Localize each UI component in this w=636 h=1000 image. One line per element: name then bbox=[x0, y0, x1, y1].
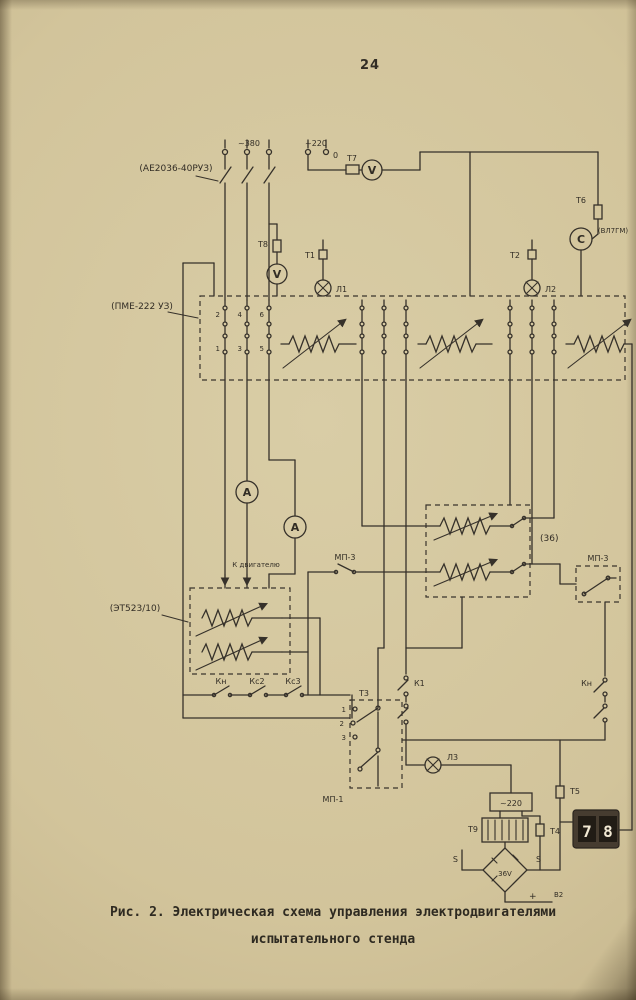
label-l2: Л2 bbox=[545, 285, 556, 294]
label-sync-type: (ВЛ7ГМ) bbox=[598, 227, 629, 235]
label-ammeter-2: А bbox=[291, 521, 300, 534]
display-digit-2: 8 bbox=[603, 822, 613, 841]
label-breaker-type: (АЕ2036-40РУЗ) bbox=[139, 164, 212, 174]
lamp-icon bbox=[314, 279, 332, 297]
label-t1: Т1 bbox=[304, 251, 315, 260]
power-input-380: ~380 bbox=[221, 139, 273, 170]
label-plus: + bbox=[529, 892, 537, 902]
label-t2: Т2 bbox=[509, 251, 520, 260]
label-v220-box: ~220 bbox=[500, 799, 522, 808]
fuse-t5: Т5 bbox=[555, 739, 580, 871]
heater-element bbox=[201, 643, 253, 661]
caption-line-2: испытательного стенда bbox=[250, 931, 416, 947]
label-s-right: S bbox=[536, 855, 541, 864]
signal-lamp-1: Т1 Л1 bbox=[304, 239, 347, 297]
lamp-icon bbox=[523, 279, 541, 297]
terminal-6: 6 bbox=[260, 311, 265, 319]
switch-terminal-1: 1 bbox=[342, 706, 346, 714]
fuse-t4: Т4 bbox=[535, 815, 560, 871]
label-ks3: Кс3 bbox=[285, 677, 300, 686]
label-t6: Т6 bbox=[575, 196, 586, 205]
terminal-5: 5 bbox=[260, 345, 264, 353]
label-voltmeter-2: V bbox=[273, 268, 282, 281]
transformer-icon bbox=[481, 817, 529, 843]
label-k1: К1 bbox=[414, 679, 425, 688]
signal-lamp-3: Л3 bbox=[405, 753, 512, 794]
label-ammeter-1: А bbox=[243, 486, 252, 499]
label-l1: Л1 bbox=[336, 285, 347, 294]
label-block-36: (36) bbox=[540, 534, 558, 544]
label-mp3-right: МП-3 bbox=[588, 554, 609, 563]
power-box-220: ~220 bbox=[489, 792, 541, 819]
label-to-motor: К двигателю bbox=[232, 561, 280, 569]
switch-terminal-2: 2 bbox=[340, 720, 344, 728]
contactor-block: (ПМЕ-222 УЗ) 2 4 6 1 3 5 bbox=[111, 295, 633, 381]
page-number: 24 bbox=[359, 58, 381, 73]
label-voltmeter-1: V bbox=[368, 164, 377, 177]
power-input-220: ~220 0 Т7 V bbox=[304, 139, 599, 297]
fuse-t1-icon bbox=[318, 249, 328, 260]
transformer-t9: Т9 bbox=[467, 817, 529, 849]
k1-contact-stack: К1 bbox=[397, 379, 425, 766]
heater-element bbox=[201, 609, 253, 627]
label-t9: Т9 bbox=[467, 825, 478, 834]
fuse-t8-icon bbox=[272, 239, 282, 253]
label-supply-380: ~380 bbox=[238, 139, 260, 148]
mp3-left-contact: МП-3 bbox=[307, 553, 357, 696]
label-t8: Т8 bbox=[257, 240, 268, 249]
terminal-4: 4 bbox=[238, 311, 243, 319]
fuse-t2-icon bbox=[527, 249, 537, 260]
label-b2: В2 bbox=[554, 891, 563, 899]
label-t3: Т3 bbox=[358, 689, 369, 698]
mp1-switch: МП-1 Т3 1 2 3 bbox=[323, 379, 403, 804]
display-digit-1: 7 bbox=[582, 822, 592, 841]
resistor-element bbox=[439, 563, 491, 581]
figure-caption: Рис. 2. Электрическая схема управления э… bbox=[30, 900, 636, 953]
control-bus-left: Кн Кс2 Кс3 bbox=[182, 262, 353, 719]
voltmeter2-branch: Т8 V bbox=[257, 223, 288, 297]
label-supply-220: ~220 bbox=[305, 139, 327, 148]
label-t5: Т5 bbox=[569, 787, 580, 796]
label-kn2: Кн bbox=[581, 679, 592, 688]
terminal-1: 1 bbox=[216, 345, 220, 353]
switch-terminal-3: 3 bbox=[342, 734, 346, 742]
page-corner-fold bbox=[566, 908, 636, 1000]
label-t4: Т4 bbox=[549, 827, 560, 836]
interconnect-wires bbox=[361, 343, 633, 831]
kn2-contact-stack: Кн bbox=[581, 677, 608, 741]
label-bridge-voltage: 36V bbox=[498, 870, 512, 878]
terminal-3: 3 bbox=[238, 345, 242, 353]
label-neutral: 0 bbox=[333, 151, 338, 160]
fuse-t6-icon bbox=[593, 204, 603, 220]
circuit-breaker: (АЕ2036-40РУЗ) bbox=[139, 164, 276, 301]
label-t7: Т7 bbox=[346, 154, 357, 163]
label-mp1: МП-1 bbox=[323, 795, 344, 804]
block-36: (36) bbox=[355, 504, 561, 598]
label-ks2: Кс2 bbox=[249, 677, 264, 686]
digital-display: 7 8 bbox=[559, 809, 633, 849]
caption-line-1: Рис. 2. Электрическая схема управления э… bbox=[109, 905, 557, 920]
terminal-2: 2 bbox=[216, 311, 220, 319]
label-mp3-left: МП-3 bbox=[335, 553, 356, 562]
signal-lamp-2: Т2 Л2 bbox=[509, 239, 556, 297]
resistor-element bbox=[439, 517, 491, 535]
fuse-t4-icon bbox=[535, 823, 545, 837]
label-thermal-relay-type: (ЭТ523/10) bbox=[110, 604, 160, 614]
fuse-t5-icon bbox=[555, 785, 565, 799]
rectifier-bridge: 36V S S + В2 bbox=[453, 847, 563, 903]
thermal-relay-block: (ЭТ523/10) bbox=[110, 587, 321, 696]
label-s-left: S bbox=[453, 855, 458, 864]
label-contactor-type: (ПМЕ-222 УЗ) bbox=[111, 302, 173, 312]
fuse-t7-icon bbox=[345, 164, 360, 175]
synchroscope-branch: Т6 С (ВЛ7ГМ) bbox=[569, 151, 629, 297]
motor-feeders: А А К двигателю bbox=[220, 379, 307, 589]
mp3-right-block: МП-3 bbox=[559, 554, 621, 677]
label-sync: С bbox=[577, 233, 585, 246]
label-l3: Л3 bbox=[447, 753, 458, 762]
label-kn: Кн bbox=[216, 677, 227, 686]
